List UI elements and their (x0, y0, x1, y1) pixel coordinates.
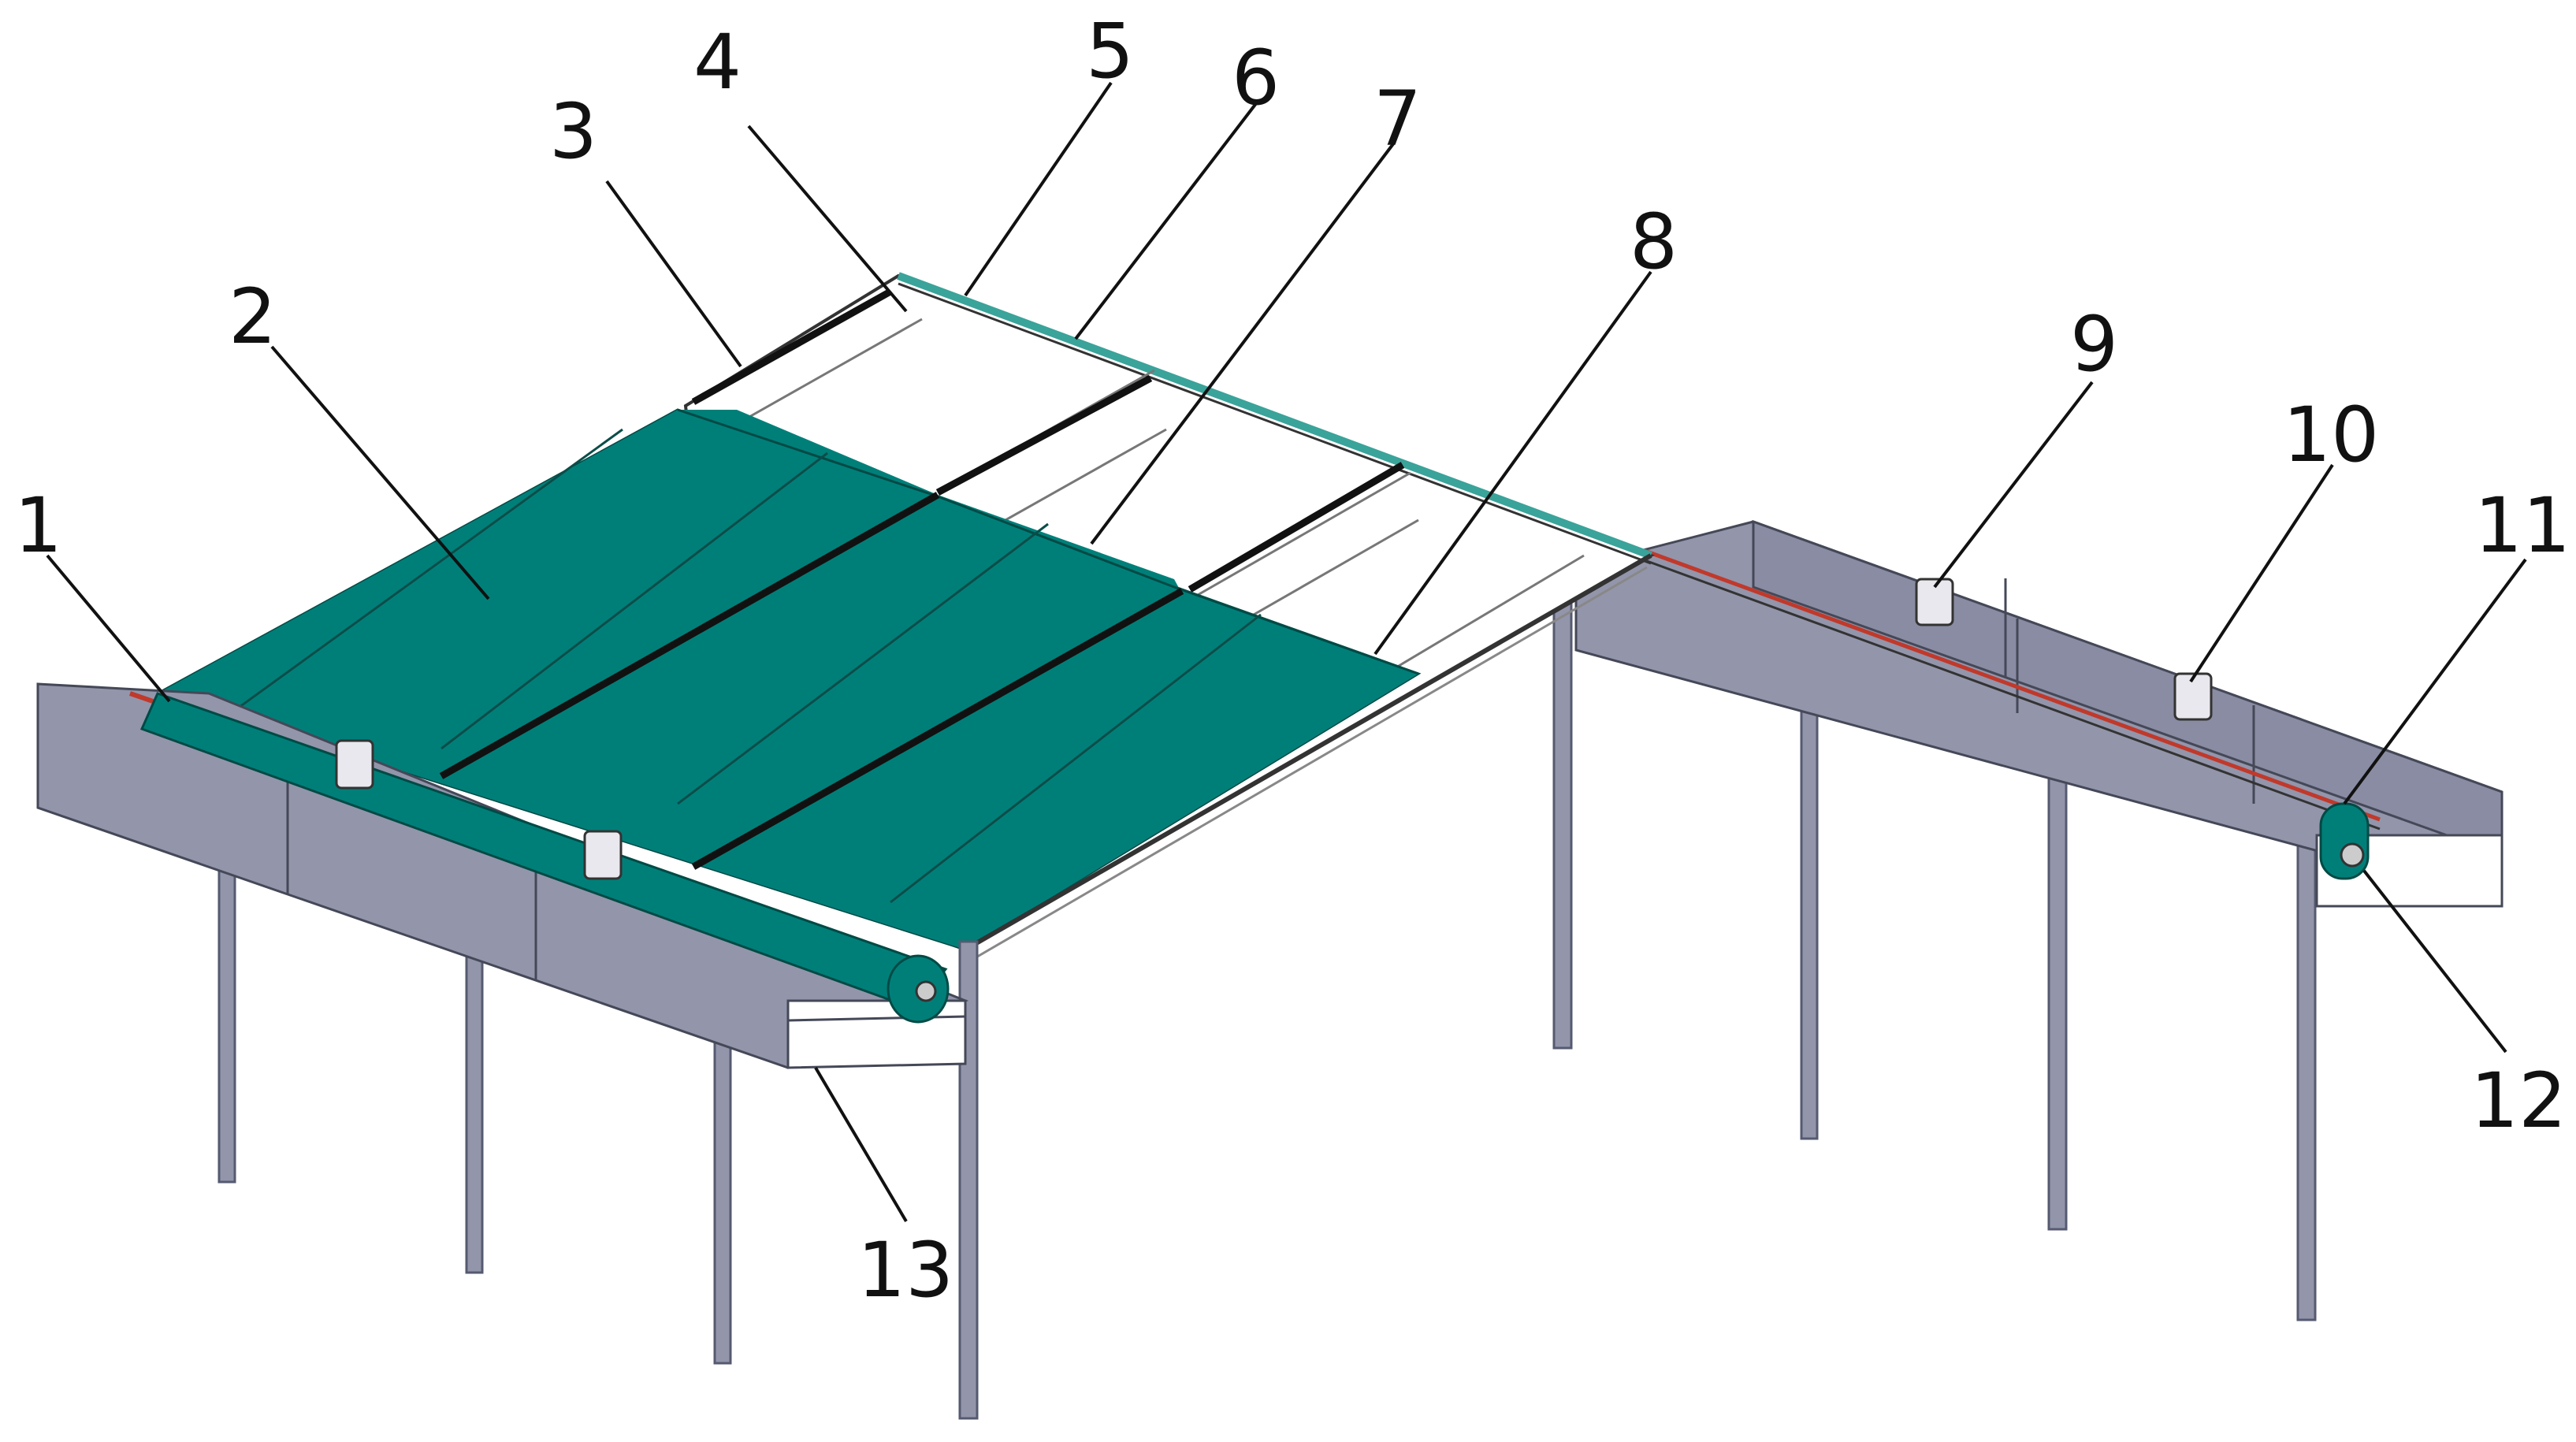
part-labels: 1 2 3 4 5 6 7 8 9 10 11 12 13 (14, 7, 2570, 1314)
support-legs-near (217, 849, 979, 1420)
label-5: 5 (1086, 7, 1134, 95)
label-8: 8 (1630, 198, 1678, 286)
leader-11 (2343, 558, 2527, 805)
label-6: 6 (1232, 34, 1280, 122)
cover-fabric (154, 408, 1422, 951)
leader-7 (1090, 140, 1396, 545)
leader-5 (964, 81, 1113, 297)
label-12: 12 (2470, 1057, 2567, 1145)
leader-8 (1373, 270, 1652, 656)
right-roller-axle (2340, 842, 2365, 868)
leader-6 (1074, 101, 1258, 340)
truss-rail-1 (691, 288, 893, 405)
label-9: 9 (2070, 300, 2118, 388)
leader-9 (1933, 381, 2094, 589)
truss-rail-3 (691, 588, 1184, 870)
leader-12 (2362, 869, 2507, 1054)
ridge-rail (897, 272, 1652, 559)
leader-10 (2189, 463, 2334, 683)
label-4: 4 (693, 18, 742, 106)
leader-lines (46, 81, 2527, 1223)
label-3: 3 (549, 87, 597, 176)
roof-front-edge (964, 553, 1652, 952)
truss-rail-2 (439, 492, 940, 779)
left-motors (335, 739, 623, 880)
label-1: 1 (14, 481, 62, 570)
label-10: 10 (2283, 391, 2379, 479)
leader-1 (46, 554, 171, 703)
leader-4 (747, 125, 908, 313)
support-legs-far (1552, 574, 2317, 1321)
label-7: 7 (1373, 75, 1422, 163)
right-motors (1915, 578, 2213, 721)
label-2: 2 (229, 273, 277, 361)
leader-13 (814, 1066, 908, 1223)
right-roller-assembly (1646, 549, 2381, 880)
label-13: 13 (857, 1226, 953, 1314)
leader-3 (605, 180, 742, 368)
label-11: 11 (2474, 481, 2570, 570)
leader-2 (270, 345, 490, 600)
